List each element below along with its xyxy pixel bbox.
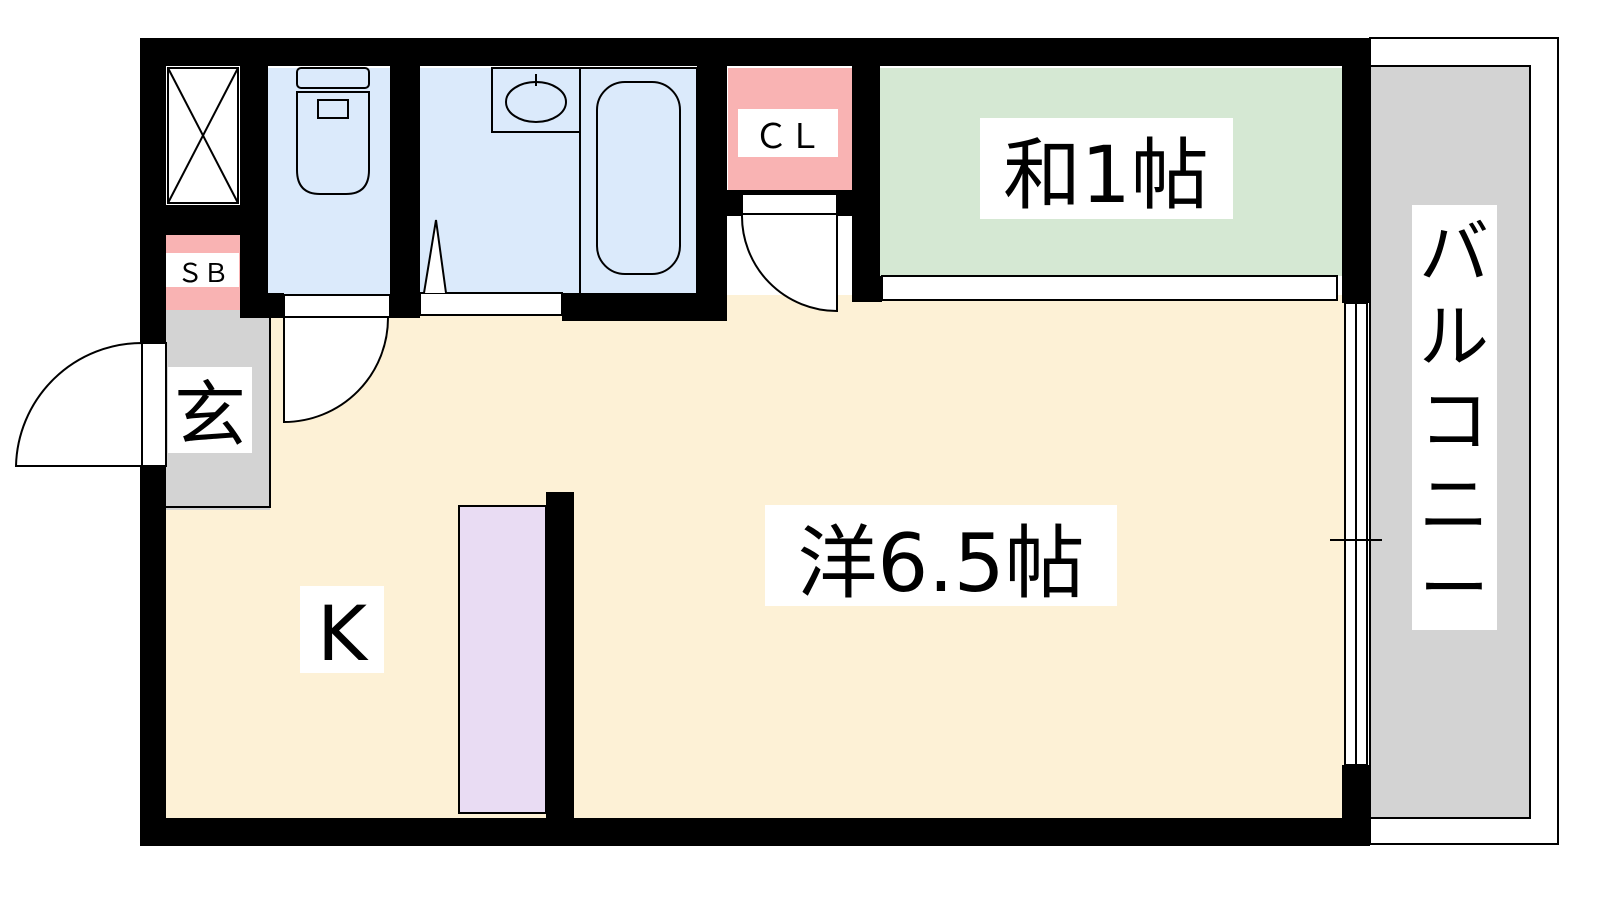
wall-wet-bottom-left [240, 293, 284, 318]
bathroom-area [420, 68, 697, 294]
japanese-room-label: 和1帖 [1003, 131, 1209, 221]
balcony-window [1330, 302, 1382, 766]
wall-wet-bottom-right [562, 293, 727, 321]
japanese-room-sliding-door [881, 275, 1338, 301]
wall-bath-right [697, 66, 727, 321]
balcony-label: バ ル コ ニ ー [1419, 212, 1489, 630]
entrance-label-bg [168, 367, 252, 453]
shoe-box-label-bg [166, 253, 239, 287]
wall-left-lower [140, 466, 166, 846]
balcony-char: ニ [1419, 464, 1489, 546]
balcony-char: ー [1419, 548, 1489, 630]
western-room-label: 洋6.5帖 [797, 517, 1084, 610]
kitchen-counter [458, 505, 547, 814]
shoe-box-label: ＳＢ [177, 259, 229, 289]
wall-top [140, 38, 1370, 66]
wall-kitchen-partition [546, 492, 574, 820]
entrance-step-outline [166, 318, 271, 508]
wall-wet-bottom-mid [390, 293, 420, 318]
entrance-label: 玄 [174, 373, 246, 457]
wall-toilet-bath [390, 66, 420, 316]
toilet-fixture [296, 67, 370, 195]
balcony-char: バ [1419, 212, 1489, 294]
toilet-door [283, 294, 391, 424]
wall-bottom [140, 818, 1370, 846]
kitchen-label: K [317, 589, 369, 678]
storage-cross [167, 67, 239, 204]
bath-door [419, 219, 563, 316]
wall-left-upper [140, 38, 166, 343]
wall-closet-right [852, 66, 880, 302]
japanese-room-label-bg [980, 118, 1233, 219]
wall-right-upper [1342, 38, 1370, 303]
closet-label: ＣＬ [754, 117, 822, 157]
balcony-char: コ [1419, 380, 1489, 462]
wall-storage-bottom [166, 205, 240, 235]
western-room-label-bg [765, 505, 1117, 606]
balcony-char: ル [1419, 296, 1489, 378]
closet-label-bg [738, 109, 838, 157]
entrance-door [14, 341, 167, 467]
toilet-area [268, 68, 390, 294]
closet-door [740, 193, 838, 313]
balcony-label-bg [1412, 205, 1497, 630]
kitchen-label-bg [300, 586, 384, 673]
walls [140, 38, 1370, 846]
wall-right-lower [1342, 765, 1370, 846]
bathtub [579, 67, 698, 295]
wall-japanese-bottom-left [852, 276, 882, 302]
wall-storage-divider [240, 66, 268, 316]
